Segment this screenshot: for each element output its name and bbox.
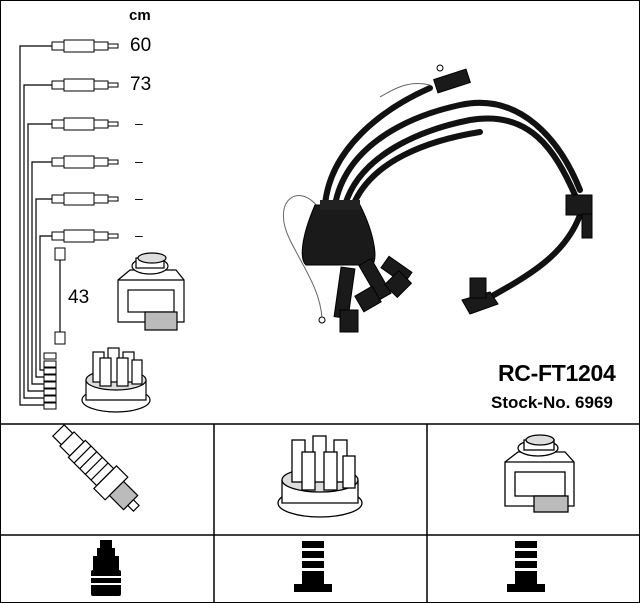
lead-length-3: – [135, 115, 143, 131]
lead-length-2: 73 [130, 74, 152, 95]
lead-connector-3 [51, 117, 119, 131]
lead-connector-5 [51, 192, 119, 206]
lead-length-1: 60 [130, 35, 152, 56]
spark-plug-icon [51, 423, 140, 512]
length-unit-label: cm [129, 7, 151, 24]
lead-connector-6 [51, 229, 119, 243]
spark-plug-boot-icon [91, 540, 121, 596]
lead-connector-1 [51, 39, 119, 53]
ignition-coil-icon [504, 434, 575, 513]
lead-schematic [19, 45, 61, 406]
ignition-coil-small-icon [117, 252, 185, 331]
coil-lead-top-terminal [54, 247, 66, 261]
stock-number: Stock-No. 6969 [491, 393, 613, 412]
lead-length-6: – [135, 227, 143, 243]
coil-connector-icon [507, 541, 545, 592]
coil-lead-length: 43 [68, 287, 90, 308]
lead-connectors [43, 39, 119, 410]
distributor-connector-icon [294, 541, 332, 592]
lead-length-4: – [135, 153, 143, 169]
lead-length-5: – [135, 190, 143, 206]
part-number: RC-FT1204 [498, 360, 616, 386]
lead-connector-2 [51, 78, 119, 92]
coil-lead-bottom-terminal [54, 331, 66, 345]
distributor-cap-small-icon [81, 347, 151, 413]
distributor-cap-icon [277, 435, 363, 518]
lead-connector-4 [51, 155, 119, 169]
ignition-lead-set-illustration [283, 64, 593, 333]
